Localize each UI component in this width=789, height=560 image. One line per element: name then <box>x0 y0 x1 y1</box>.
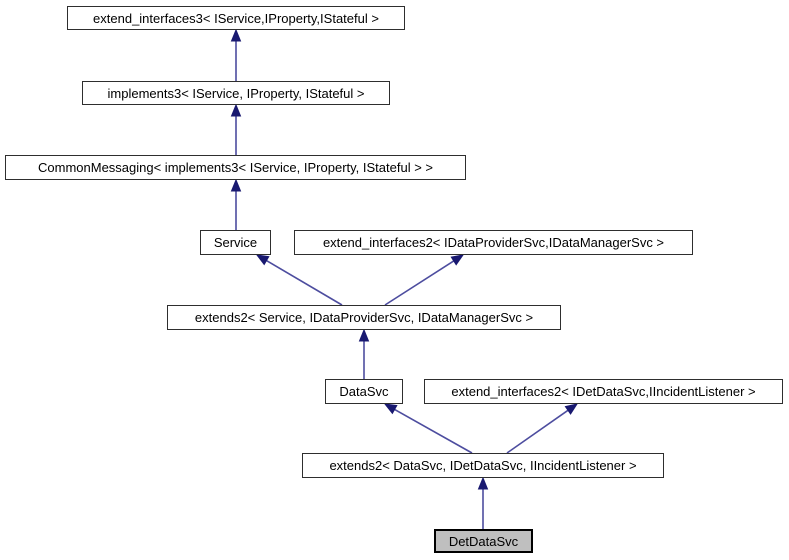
inheritance-arrow-head <box>450 254 465 266</box>
inheritance-arrow-head <box>564 403 579 415</box>
inheritance-arrow-head <box>358 328 370 342</box>
inheritance-arrow-head <box>230 103 242 117</box>
class-node-implements3[interactable]: implements3< IService, IProperty, IState… <box>82 81 390 105</box>
inheritance-arrow-head <box>255 254 270 266</box>
class-node-commonmessaging[interactable]: CommonMessaging< implements3< IService, … <box>5 155 466 180</box>
class-node-service[interactable]: Service <box>200 230 271 255</box>
class-node-extend-interfaces2-det[interactable]: extend_interfaces2< IDetDataSvc,IInciden… <box>424 379 783 404</box>
inheritance-arrow-line <box>394 408 473 454</box>
inheritance-arrow-head <box>383 403 398 415</box>
class-node-detdatasvc: DetDataSvc <box>434 529 533 553</box>
class-node-extend-interfaces2-data[interactable]: extend_interfaces2< IDataProviderSvc,IDa… <box>294 230 693 255</box>
class-node-extends2-datasvc[interactable]: extends2< DataSvc, IDetDataSvc, IInciden… <box>302 453 664 478</box>
inheritance-arrow-head <box>477 476 489 490</box>
inheritance-arrow-line <box>384 260 455 306</box>
inheritance-arrow-head <box>230 28 242 42</box>
class-node-extend-interfaces3[interactable]: extend_interfaces3< IService,IProperty,I… <box>67 6 405 30</box>
inheritance-arrow-line <box>266 259 343 306</box>
class-node-datasvc[interactable]: DataSvc <box>325 379 403 404</box>
inheritance-arrow-line <box>506 409 569 454</box>
class-node-extends2-service[interactable]: extends2< Service, IDataProviderSvc, IDa… <box>167 305 561 330</box>
inheritance-arrow-head <box>230 178 242 192</box>
